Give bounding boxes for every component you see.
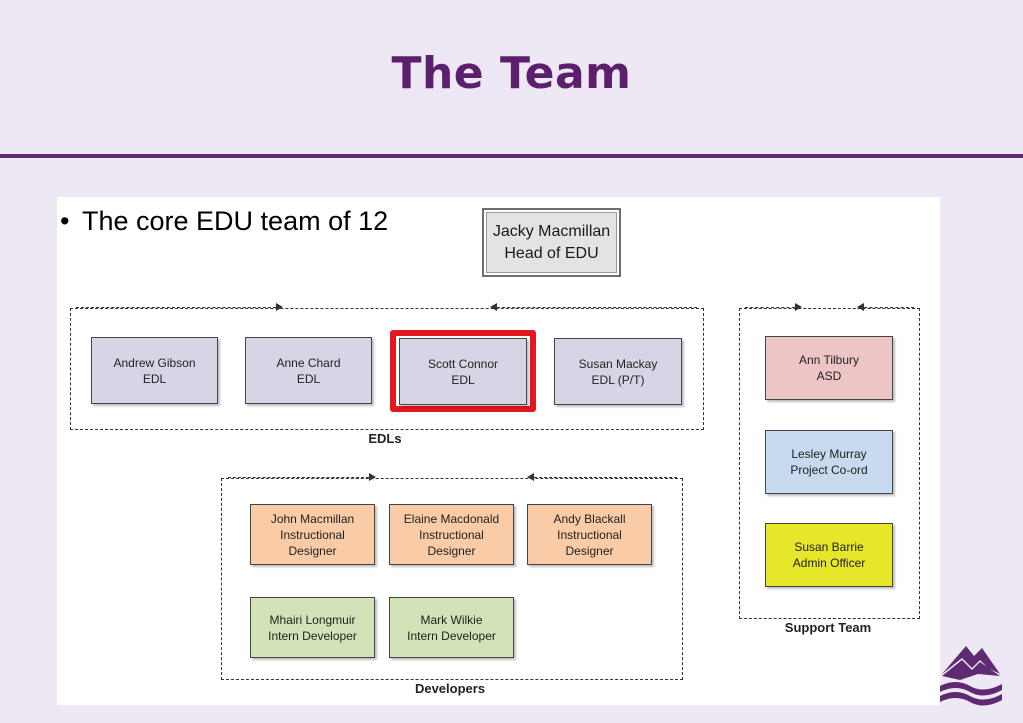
node-name: Scott Connor (427, 356, 499, 371)
edls-arrow-left (490, 303, 697, 311)
slide-title: The Team (391, 48, 632, 99)
highlight-frame (390, 330, 536, 412)
node-role-line1: Instructional (557, 527, 622, 542)
head-name: Jacky Macmillan (492, 222, 611, 240)
designer-node-john-macmillan: John Macmillan Instructional Designer (250, 504, 375, 565)
developers-arrow-left (527, 473, 677, 481)
bullet-dot: • (60, 206, 70, 236)
node-role: EDL (142, 371, 167, 386)
developers-group-border (221, 478, 683, 680)
node-name: Andrew Gibson (113, 355, 196, 370)
node-name: Susan Barrie (794, 540, 864, 554)
support-arrow-right (745, 303, 802, 311)
node-role: Intern Developer (407, 628, 496, 643)
edl-node-susan-mackay: Susan Mackay EDL (P/T) (554, 338, 682, 405)
edls-arrow-right (76, 303, 283, 311)
node-name: Lesley Murray (791, 447, 867, 461)
node-role: EDL (296, 371, 321, 386)
node-role: Admin Officer (792, 556, 866, 570)
edl-node-andrew-gibson: Andrew Gibson EDL (91, 337, 218, 404)
designer-node-andy-blackall: Andy Blackall Instructional Designer (527, 504, 652, 565)
support-node-ann-tilbury: Ann Tilbury ASD (765, 336, 893, 400)
node-role-line1: Instructional (280, 527, 345, 542)
support-group-label: Support Team (784, 620, 872, 635)
node-role-line2: Designer (288, 543, 337, 558)
node-role: Intern Developer (268, 628, 357, 643)
edl-node-scott-connor: Scott Connor EDL (399, 338, 527, 405)
node-role: Project Co-ord (790, 463, 868, 477)
node-name: Susan Mackay (578, 356, 658, 371)
edls-group-label: EDLs (368, 431, 402, 446)
support-group-border (739, 308, 920, 619)
node-role-line2: Designer (427, 543, 476, 558)
intern-node-mark-wilkie: Mark Wilkie Intern Developer (389, 597, 514, 658)
university-logo-icon (940, 646, 1002, 706)
support-node-susan-barrie: Susan Barrie Admin Officer (765, 523, 893, 587)
edls-group-border (70, 308, 704, 430)
node-name: Elaine Macdonald (403, 511, 500, 526)
title-divider (0, 154, 1023, 158)
edl-node-anne-chard: Anne Chard EDL (245, 337, 372, 404)
support-arrow-left (857, 303, 914, 311)
node-role: EDL (P/T) (591, 372, 645, 387)
node-name: Anne Chard (276, 355, 341, 370)
node-name: Andy Blackall (553, 511, 626, 526)
node-name: Ann Tilbury (798, 353, 860, 367)
node-name: Mhairi Longmuir (269, 612, 356, 627)
node-role: EDL (451, 372, 475, 387)
node-role-line2: Designer (565, 543, 614, 558)
node-name: John Macmillan (270, 511, 355, 526)
head-role: Head of EDU (504, 244, 599, 262)
designer-node-elaine-macdonald: Elaine Macdonald Instructional Designer (389, 504, 514, 565)
node-role: ASD (816, 369, 842, 383)
bullet-text: The core EDU team of 12 (82, 206, 389, 236)
developers-group-label: Developers (414, 681, 486, 696)
head-of-edu-box: Jacky Macmillan Head of EDU (482, 208, 621, 277)
developers-arrow-right (228, 473, 376, 481)
intern-node-mhairi-longmuir: Mhairi Longmuir Intern Developer (250, 597, 375, 658)
bullet-item: • The core EDU team of 12 (60, 206, 388, 237)
node-role-line1: Instructional (419, 527, 484, 542)
support-node-lesley-murray: Lesley Murray Project Co-ord (765, 430, 893, 494)
node-name: Mark Wilkie (420, 612, 483, 627)
